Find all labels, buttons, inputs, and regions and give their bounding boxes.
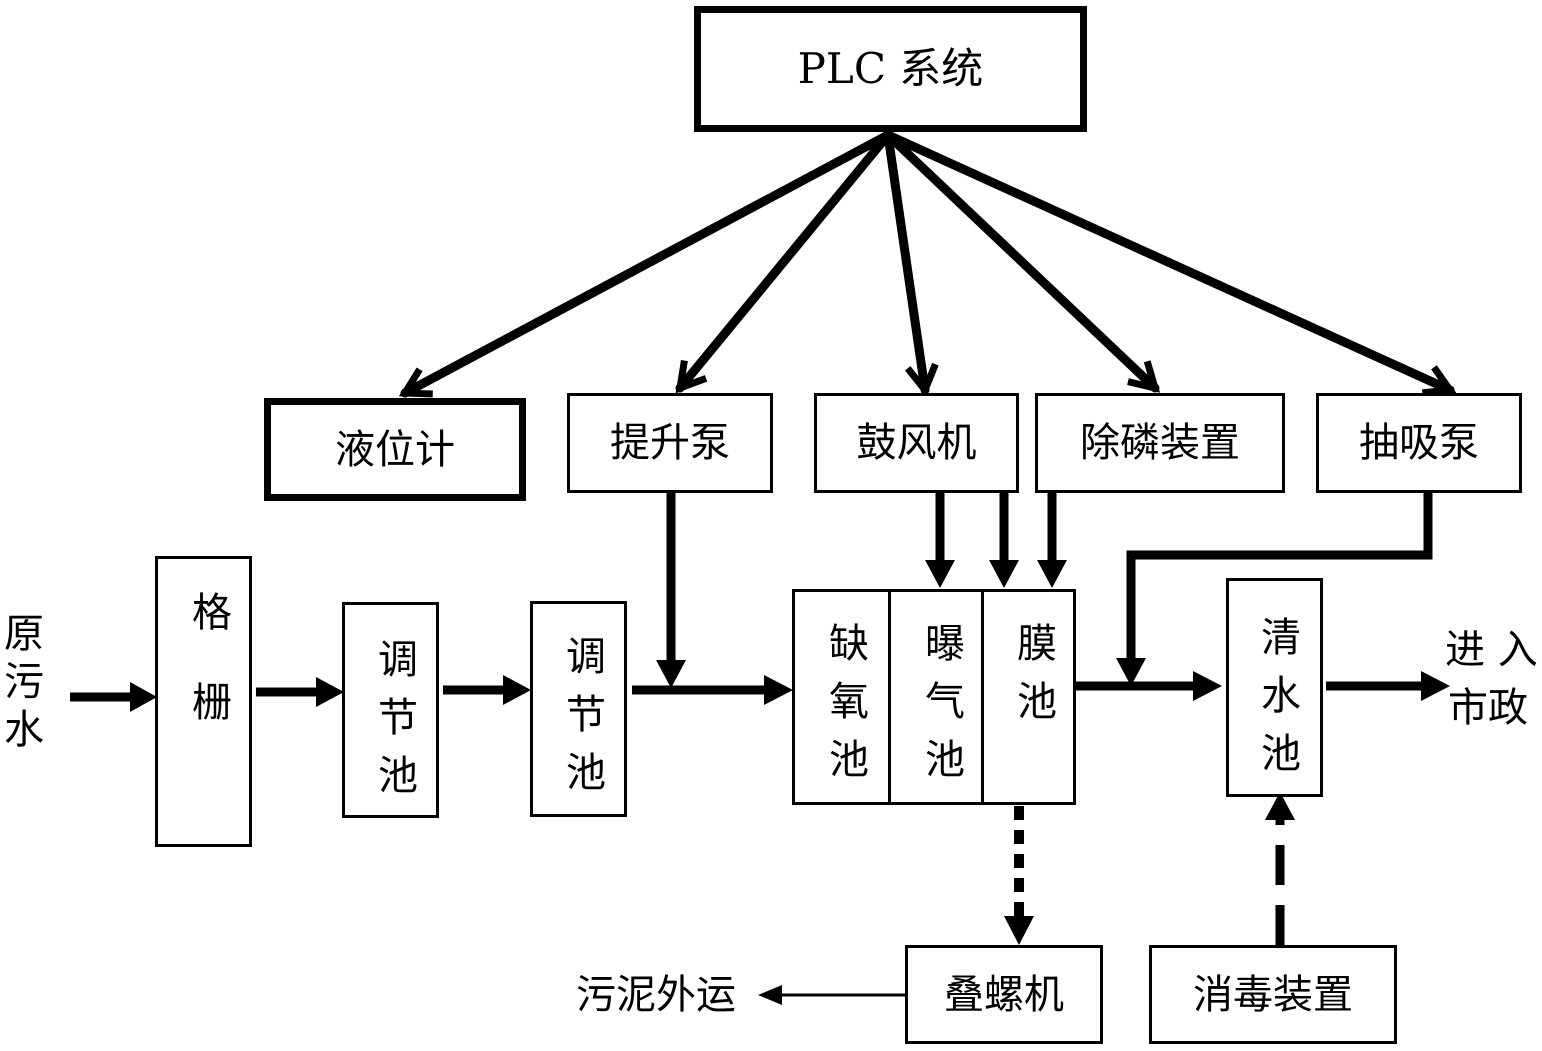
level-meter-box: 液位计 bbox=[264, 398, 526, 501]
disinfection-label: 消毒装置 bbox=[1193, 971, 1353, 1018]
blower-box: 鼓风机 bbox=[814, 393, 1019, 493]
arrow-plc-to-lift-pump bbox=[675, 130, 893, 394]
aeration-tank-label: 曝气池 bbox=[918, 622, 964, 796]
suction-pump-box: 抽吸泵 bbox=[1316, 393, 1522, 493]
plc-system-box: PLC 系统 bbox=[694, 6, 1087, 132]
sludge-out-label: 污泥外运 bbox=[576, 972, 736, 1018]
combined-treatment-tank: 缺氧池 曝气池 膜池 bbox=[792, 589, 1076, 805]
arrow-plc-to-level-meter bbox=[398, 130, 893, 398]
divider-aeration-membrane bbox=[981, 592, 984, 802]
raw-sewage-label: 原污水 bbox=[0, 612, 43, 756]
suction-pump-label: 抽吸泵 bbox=[1359, 420, 1479, 466]
lift-pump-box: 提升泵 bbox=[567, 393, 773, 493]
equalization-tank-1-label: 调节池 bbox=[371, 638, 417, 812]
equalization-tank-1-box: 调节池 bbox=[342, 602, 439, 818]
equalization-tank-2-box: 调节池 bbox=[530, 601, 627, 817]
phosphorus-removal-box: 除磷装置 bbox=[1035, 393, 1285, 493]
level-meter-label: 液位计 bbox=[335, 426, 455, 473]
screw-press-label: 叠螺机 bbox=[944, 971, 1064, 1018]
to-municipal-label-2: 市政 bbox=[1448, 685, 1528, 731]
membrane-tank-label: 膜池 bbox=[1010, 622, 1056, 738]
grille-label: 格栅 bbox=[185, 591, 231, 771]
clear-water-tank-label: 清水池 bbox=[1254, 616, 1300, 790]
arrow-suction-pump-path bbox=[1126, 492, 1433, 660]
clear-water-tank-box: 清水池 bbox=[1226, 578, 1323, 797]
lift-pump-label: 提升泵 bbox=[610, 420, 730, 466]
plc-system-label: PLC 系统 bbox=[797, 44, 984, 93]
equalization-tank-2-label: 调节池 bbox=[559, 635, 605, 809]
arrow-plc-to-suction-pump bbox=[883, 130, 1457, 397]
arrow-plc-to-phosphorus bbox=[883, 130, 1161, 393]
anoxic-tank-label: 缺氧池 bbox=[822, 622, 868, 796]
to-municipal-label-1: 进 入 bbox=[1445, 627, 1538, 673]
blower-label: 鼓风机 bbox=[856, 420, 977, 466]
divider-anoxic-aeration bbox=[888, 592, 891, 802]
phosphorus-removal-label: 除磷装置 bbox=[1080, 420, 1240, 466]
arrow-plc-to-blower bbox=[883, 130, 939, 397]
disinfection-box: 消毒装置 bbox=[1149, 945, 1397, 1044]
screw-press-box: 叠螺机 bbox=[905, 945, 1103, 1044]
grille-box: 格栅 bbox=[155, 556, 252, 847]
